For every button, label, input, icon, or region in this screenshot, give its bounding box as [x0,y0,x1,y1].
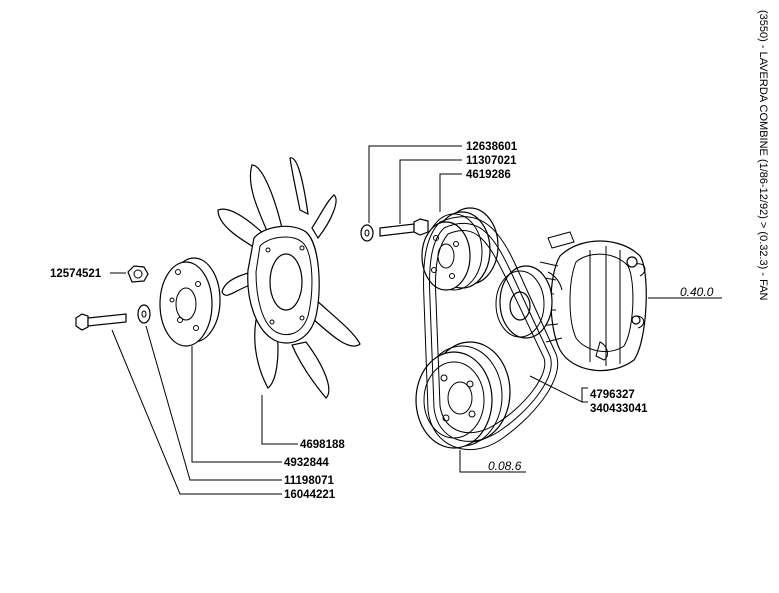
reference-crank-pulley: 0.08.6 [488,459,522,473]
top-bolt [379,218,429,237]
front-bolt [75,313,127,331]
diagram-title: (3550) - LAVERDA COMBINE (1/86-12/92) > … [757,10,769,301]
fan-bolt-hole [265,247,271,253]
fan-bolt-hole [269,319,275,325]
fan-bolt-hole [299,245,305,251]
part-number-bolt-top: 12638601 [466,141,518,153]
part-number-nut: 12574521 [50,268,102,280]
fan-spider-inner [255,236,313,336]
part-number-hub: 4932844 [284,457,329,469]
part-number-bolt-front: 16044221 [284,489,336,501]
part-number-washer-front: 11198071 [284,475,335,487]
top-washer [360,224,374,242]
fan-hub [159,257,221,347]
leader-lines [110,145,722,495]
fan-blade [221,271,253,296]
fan-bolt-hole [299,315,305,321]
part-number-belt-alt: 340433041 [590,403,648,415]
part-number-fan: 4698188 [300,439,345,451]
part-number-water-pump-pulley: 4619286 [466,169,511,181]
nut [127,265,149,283]
belt [423,216,559,450]
part-number-washer-top: 11307021 [466,155,517,167]
fan-blade [291,341,330,399]
fan-blade [249,164,283,239]
fan-blade [311,298,361,347]
reference-alternator: 0.40.0 [680,285,714,299]
front-washer [137,304,151,324]
fan-center-hole [269,253,303,311]
crankshaft-pulley [415,341,511,449]
part-number-belt: 4796327 [590,389,635,401]
fan [217,157,361,399]
fan-blade [311,194,337,240]
alternator [495,231,647,372]
fan-blade [289,157,309,216]
